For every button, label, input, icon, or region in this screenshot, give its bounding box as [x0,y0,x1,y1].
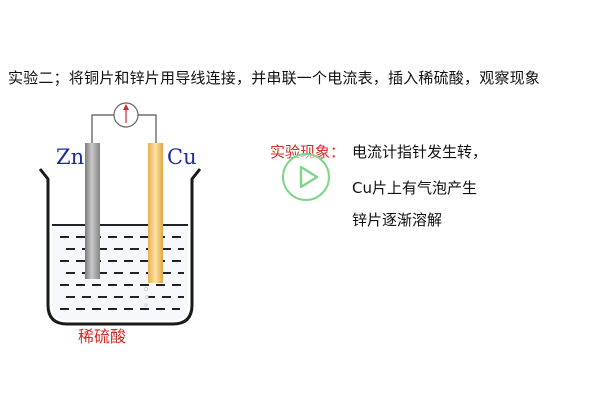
acid-label: 稀硫酸 [78,327,127,346]
observation-line-1: 电流计指针发生转， [352,143,488,161]
observation-label: 实验现象： [270,143,346,161]
acid-solution [52,224,188,320]
play-icon [299,165,319,189]
copper-electrode [148,143,163,283]
observation-line-2: Cu片上有气泡产生 [352,179,477,197]
connecting-wire [91,114,157,143]
bottom-letterbox [0,347,600,400]
zinc-electrode [85,143,100,279]
top-letterbox [0,0,600,57]
apparatus-diagram [38,102,202,326]
play-button[interactable] [282,153,330,201]
beaker [38,168,202,326]
slide-canvas: 实验二；将铜片和锌片用导线连接，并串联一个电流表，插入稀硫酸，观察现象 [0,57,600,347]
gas-bubbles [144,287,149,307]
copper-label: Cu [167,145,197,169]
ammeter-icon [113,102,139,128]
zinc-label: Zn [56,145,85,169]
observation-line-3: 锌片逐渐溶解 [352,211,443,229]
slide-title: 实验二；将铜片和锌片用导线连接，并串联一个电流表，插入稀硫酸，观察现象 [8,69,541,87]
